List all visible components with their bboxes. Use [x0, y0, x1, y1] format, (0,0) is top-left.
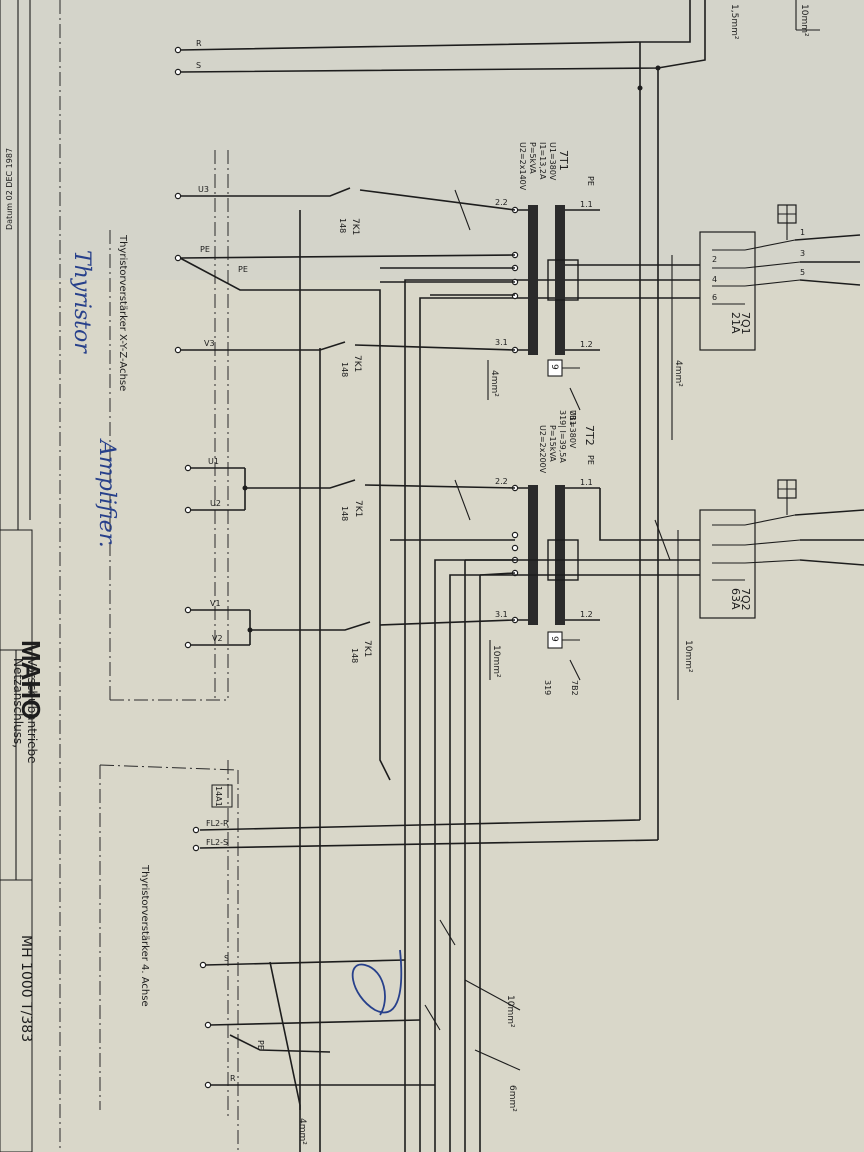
pe-label-left: PE — [238, 265, 248, 274]
transformer-7t2: 1.1 1.2 2.2 3.1 7T2 U1=380V 319| I=39,5A… — [495, 410, 600, 625]
title-line2: Vorschubantriebe — [25, 658, 39, 764]
t1-spec-p: P=5kVA — [528, 142, 537, 174]
terminal-v2: V2 — [212, 634, 223, 643]
thermal-7b2-ref: 319 — [543, 680, 552, 695]
terminal-t1-12: 1.2 — [580, 340, 593, 349]
terminal-u1: U1 — [208, 457, 219, 466]
svg-text:4: 4 — [712, 275, 717, 284]
handwritten-thyristor: Thyristor — [69, 250, 94, 354]
terminal-t2-31: 3.1 — [495, 610, 508, 619]
wire-label-6mm: 6mm² — [507, 1085, 517, 1112]
drawing-number: MH 1000 T/383 — [18, 935, 34, 1042]
label-thyristor-4-axis: Thyristorverstärker 4. Achse — [139, 864, 150, 1007]
transformer-7t1: 1.1 1.2 2.2 3.1 7T1 U1=380V I1=13,2A P=5… — [495, 142, 600, 355]
transformer-7t1-label: 7T1 — [557, 150, 570, 171]
thermal-contact-7b1: 9 7B1 — [547, 359, 581, 426]
box9-b2: 9 — [549, 636, 559, 642]
breaker-7q1: 1 3 5 2 4 6 7Q1 21A — [699, 204, 861, 351]
svg-text:3: 3 — [800, 249, 805, 258]
t1-spec-i1: I1=13,2A — [538, 142, 547, 180]
terminal-fl2s: FL2-S — [206, 838, 228, 847]
terminal-t1-22: 2.2 — [495, 198, 508, 207]
breaker-7q2-rating: 63A — [729, 588, 742, 610]
terminal-t1-11: 1.1 — [580, 200, 593, 209]
svg-text:2: 2 — [712, 255, 717, 264]
terminal-fl2r: FL2-R — [206, 819, 229, 828]
t1-pe-label: PE — [586, 176, 595, 186]
wires-q2-t2: 10mm² — [434, 488, 700, 920]
k1-label-1: 7K1 — [350, 218, 360, 235]
wires-q1-t1: 4mm² — [404, 205, 700, 880]
breaker-7q2-label: 7Q2 — [739, 588, 752, 611]
thermal-7b1-label: 7B1 — [568, 410, 577, 426]
terminal-t2-12: 1.2 — [580, 610, 593, 619]
contactor-7k1: 7K1 148 7K1 148 7K1 148 7K1 148 — [338, 218, 372, 663]
wire-label-4mm-t1: 4mm² — [489, 370, 499, 397]
datum-label: Datum 02 DEC 1987 — [5, 148, 14, 230]
wire-label-10mm-t2: 10mm² — [491, 645, 501, 678]
k1-label-4: 7K1 — [362, 640, 372, 657]
boundary-lines — [59, 0, 239, 1152]
thermal-contact-7b2: 9 7B2 319 — [543, 631, 581, 696]
secondary-wires: U3 PE PE V3 U1 U2 V1 V2 — [174, 185, 516, 1110]
t1-spec-u2: U2=2x140V — [518, 142, 527, 191]
k1-ref-4: 148 — [350, 648, 359, 663]
svg-text:6: 6 — [712, 293, 717, 302]
lower-bus: FL2-R FL2-S 14A1 S PE R 4mm² 10mm² 6mm² — [192, 784, 659, 1152]
t2-spec-i1: 319| I=39,5A — [558, 410, 567, 463]
handwritten-scribble — [351, 949, 403, 1016]
wire-label-4mm-bottom: 4mm² — [297, 1118, 307, 1145]
title-block: MAHO Netzanschluss, Vorschubantriebe MH … — [0, 529, 46, 1152]
rail-r-label: R — [196, 39, 202, 48]
k1-label-3: 7K1 — [353, 500, 363, 517]
slash-marks — [424, 189, 671, 1031]
wire-label-1-5mm: 1,5mm² — [729, 4, 739, 40]
t2-spec-u2: U2=2x200V — [538, 425, 547, 474]
svg-text:5: 5 — [800, 268, 805, 277]
wire-label-4mm-top: 4mm² — [673, 360, 683, 387]
title-line1: Netzanschluss, — [11, 658, 25, 748]
pe-label-lower: PE — [256, 1040, 265, 1050]
terminal-r-lower: R — [230, 1074, 236, 1083]
terminal-pe: PE — [200, 245, 210, 254]
rail-s-label: S — [196, 61, 201, 70]
handwritten-amplifier: Amplifier. — [94, 438, 119, 548]
svg-text:1: 1 — [800, 228, 805, 237]
k1-ref-3: 148 — [340, 506, 349, 521]
t1-spec-u1: U1=380V — [548, 142, 557, 181]
terminal-u3: U3 — [198, 185, 209, 194]
box9-b1: 9 — [549, 364, 559, 370]
terminal-s-lower: S — [224, 954, 229, 963]
wire-label-10mm-mid: 10mm² — [683, 640, 693, 673]
terminal-t2-11: 1.1 — [580, 478, 593, 487]
t2-spec-u1: U1=380V — [568, 410, 577, 449]
breaker-7q2: 7Q2 63A — [699, 479, 864, 619]
supply-rails: R S — [174, 0, 706, 840]
k1-ref-1: 148 — [338, 218, 347, 233]
terminal-v1: V1 — [210, 599, 221, 608]
t2-spec-p: P=15kVA — [548, 425, 557, 462]
breaker-7q1-rating: 21A — [729, 312, 742, 334]
brand-logo: MAHO — [16, 640, 46, 719]
k1-label-2: 7K1 — [352, 355, 362, 372]
breaker-7q1-label: 7Q1 — [739, 312, 752, 335]
label-thyristor-xyz: Thyristorverstärker X-Y-Z-Achse — [117, 234, 128, 391]
amplifier-14a1-label: 14A1 — [214, 786, 223, 807]
wire-label-10mm-bottom: 10mm² — [505, 995, 515, 1028]
terminal-u2: U2 — [210, 499, 221, 508]
wire-label-10mm-top: 10mm² — [799, 4, 809, 37]
t2-pe-label: PE — [586, 455, 595, 465]
terminal-t1-31: 3.1 — [495, 338, 508, 347]
k1-ref-2: 148 — [340, 362, 349, 377]
transformer-7t2-label: 7T2 — [583, 425, 596, 446]
terminal-t2-22: 2.2 — [495, 477, 508, 486]
thermal-7b2-label: 7B2 — [570, 680, 579, 696]
terminal-v3: V3 — [204, 339, 215, 348]
